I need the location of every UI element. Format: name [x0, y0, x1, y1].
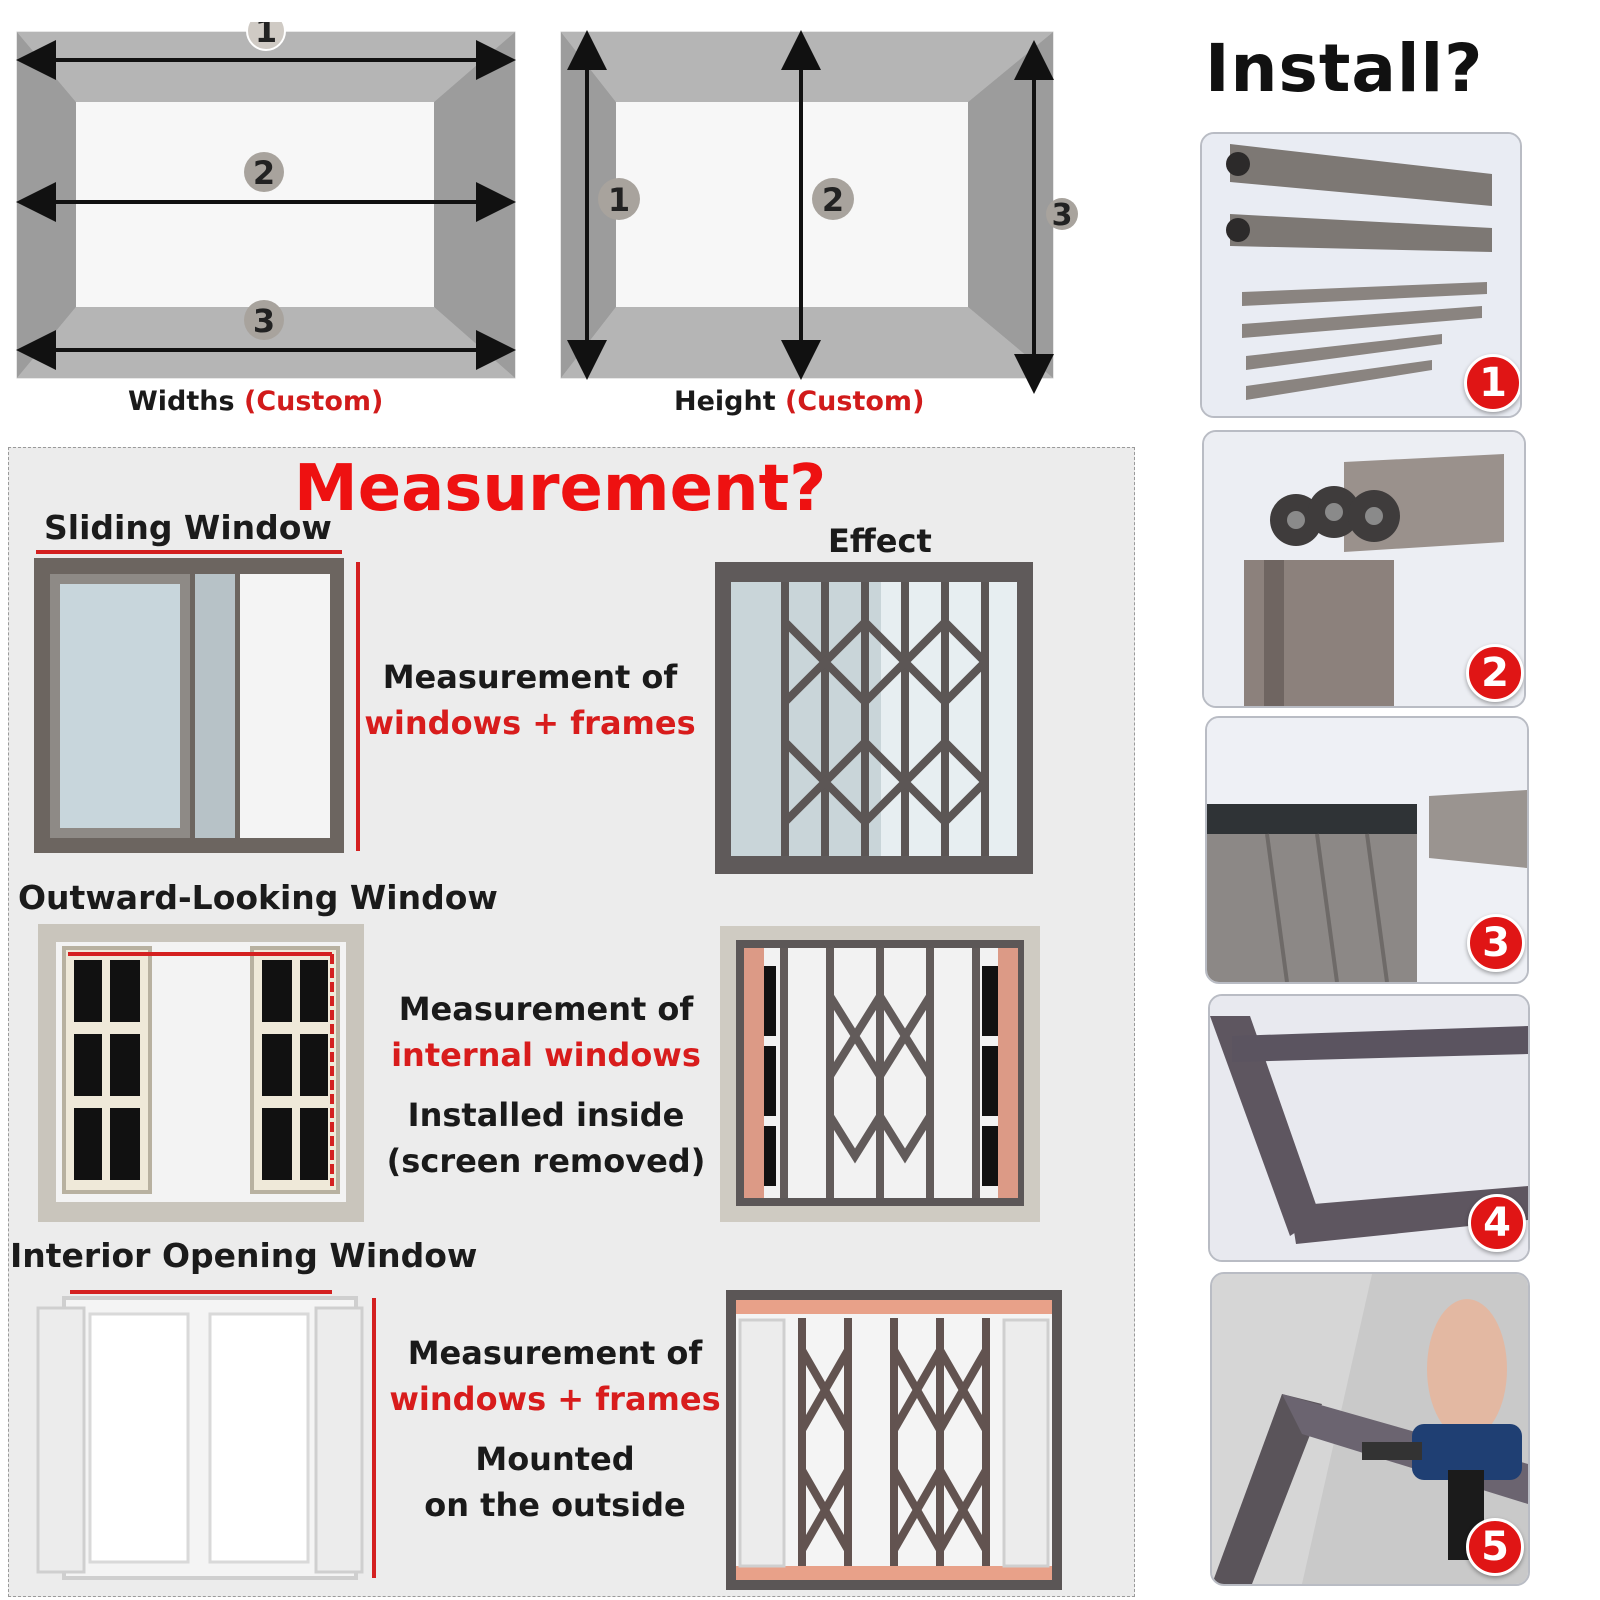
install-step-2: 2	[1202, 430, 1526, 708]
interior-line-2: windows + frames	[389, 1380, 721, 1418]
install-step-1: 1	[1200, 132, 1522, 418]
step-badge-5: 5	[1466, 1518, 1524, 1576]
drill-mounting-icon	[1212, 1274, 1528, 1584]
width-marker-3: 3	[253, 302, 275, 340]
install-title: Install?	[1205, 30, 1484, 107]
sliding-description: Measurement of windows + frames	[360, 654, 700, 746]
height-caption-label: Height	[674, 386, 776, 417]
step-badge-4: 4	[1468, 1194, 1526, 1252]
interior-effect-illustration	[726, 1290, 1062, 1590]
install-step-4: 4	[1208, 994, 1530, 1262]
width-caption-label: Widths	[128, 386, 235, 417]
outward-line-1: Measurement of	[398, 990, 694, 1028]
width-marker-1: 1	[255, 22, 277, 50]
width-diagram: 1 2 3	[16, 22, 516, 379]
measurement-title: Measurement?	[294, 452, 827, 526]
outward-line-2: internal windows	[391, 1036, 701, 1074]
outward-description: Measurement of internal windows Installe…	[366, 986, 726, 1184]
outward-line-3: Installed inside	[407, 1096, 685, 1134]
sliding-line-1: Measurement of	[382, 658, 678, 696]
outward-line-4: (screen removed)	[386, 1142, 706, 1180]
profile-bars-icon	[1202, 134, 1520, 416]
height-diagram: 1 2 3	[560, 30, 1078, 394]
height-caption-note: (Custom)	[785, 386, 925, 417]
step-badge-2: 2	[1466, 644, 1524, 702]
interior-window-illustration	[36, 1290, 376, 1580]
track-assembly-icon	[1207, 718, 1527, 982]
section-title-interior: Interior Opening Window	[10, 1236, 478, 1275]
height-marker-3: 3	[1052, 198, 1073, 233]
width-caption: Widths (Custom)	[128, 386, 383, 417]
install-step-3: 3	[1205, 716, 1529, 984]
sliding-effect-illustration	[715, 562, 1033, 874]
step-badge-3: 3	[1467, 914, 1525, 972]
install-step-5: 5	[1210, 1272, 1530, 1586]
interior-description: Measurement of windows + frames Mounted …	[380, 1330, 730, 1528]
section-title-sliding: Sliding Window	[44, 508, 332, 547]
width-marker-2: 2	[253, 154, 275, 192]
outward-window-illustration	[38, 924, 364, 1222]
sliding-window-illustration	[34, 550, 360, 853]
interior-line-4: on the outside	[424, 1486, 686, 1524]
interior-line-3: Mounted	[475, 1440, 635, 1478]
sliding-line-2: windows + frames	[364, 704, 696, 742]
height-marker-2: 2	[822, 181, 844, 219]
width-caption-note: (Custom)	[243, 386, 384, 417]
effect-label: Effect	[828, 522, 932, 560]
interior-line-1: Measurement of	[407, 1334, 703, 1372]
outward-effect-illustration	[720, 926, 1040, 1222]
section-title-outward: Outward-Looking Window	[18, 878, 498, 917]
height-caption: Height (Custom)	[674, 386, 924, 417]
height-marker-1: 1	[608, 181, 630, 219]
step-badge-1: 1	[1464, 354, 1520, 412]
